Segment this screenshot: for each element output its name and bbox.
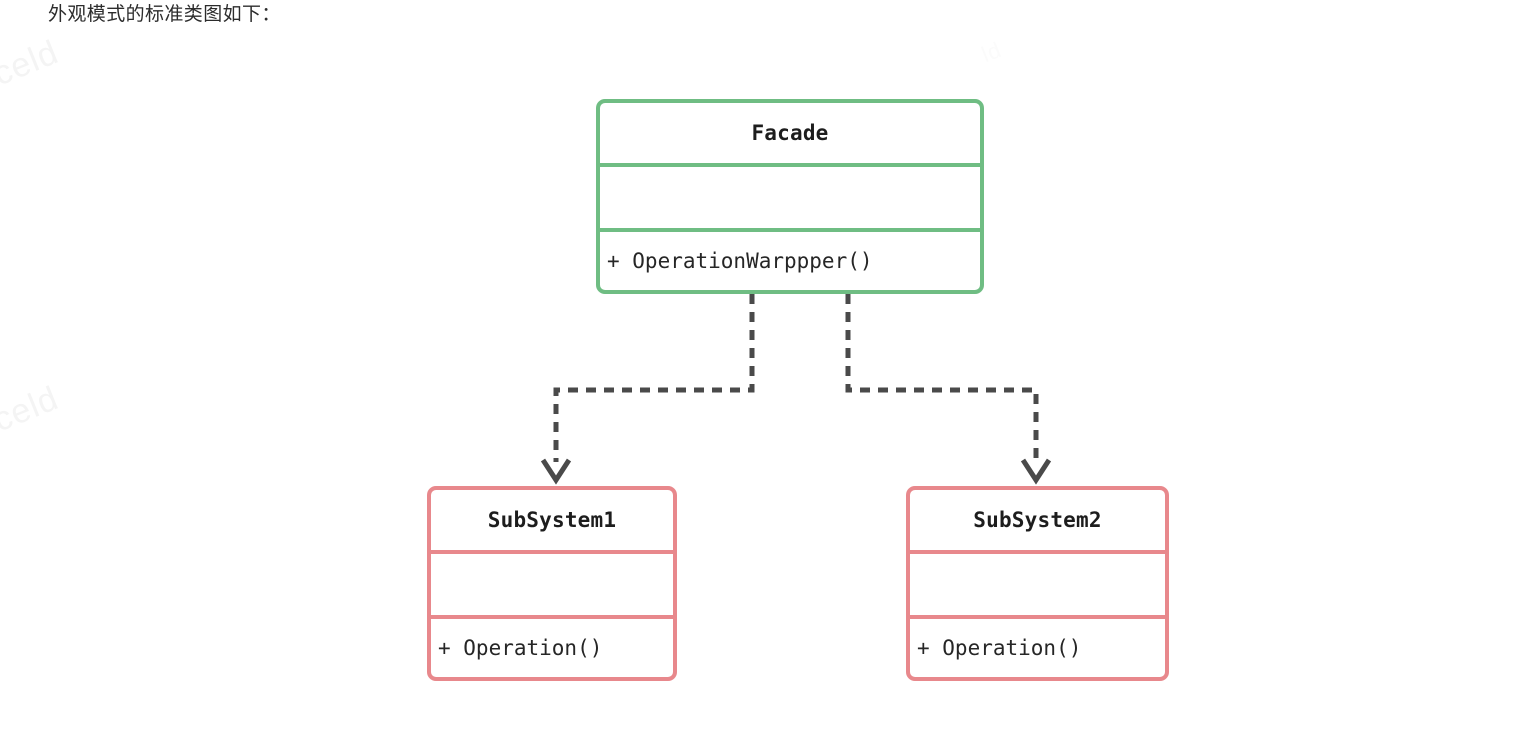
- uml-class-subsystem2-operation: + Operation(): [917, 636, 1082, 660]
- uml-class-facade-attributes: [600, 163, 980, 232]
- uml-class-subsystem2-name: SubSystem2: [973, 508, 1102, 532]
- uml-class-subsystem2-attributes: [910, 550, 1165, 619]
- uml-class-subsystem1-name: SubSystem1: [487, 508, 617, 532]
- uml-class-subsystem1-attributes: [431, 550, 673, 619]
- uml-class-subsystem1-operation: + Operation(): [438, 636, 603, 660]
- uml-class-subsystem2[interactable]: SubSystem2 + Operation(): [906, 486, 1169, 681]
- uml-class-subsystem1[interactable]: SubSystem1 + Operation(): [427, 486, 677, 681]
- arrowhead-subsystem2: [1020, 458, 1052, 485]
- page-caption: 外观模式的标准类图如下：: [48, 4, 281, 25]
- connector-facade-to-subsystem2: [845, 294, 1039, 462]
- uml-class-facade-operation: + OperationWarppper(): [607, 249, 873, 273]
- arrowhead-subsystem1: [540, 458, 572, 485]
- uml-class-facade[interactable]: Facade + OperationWarppper(): [596, 99, 984, 294]
- connector-facade-to-subsystem1: [553, 294, 755, 462]
- uml-class-facade-name: Facade: [751, 121, 829, 145]
